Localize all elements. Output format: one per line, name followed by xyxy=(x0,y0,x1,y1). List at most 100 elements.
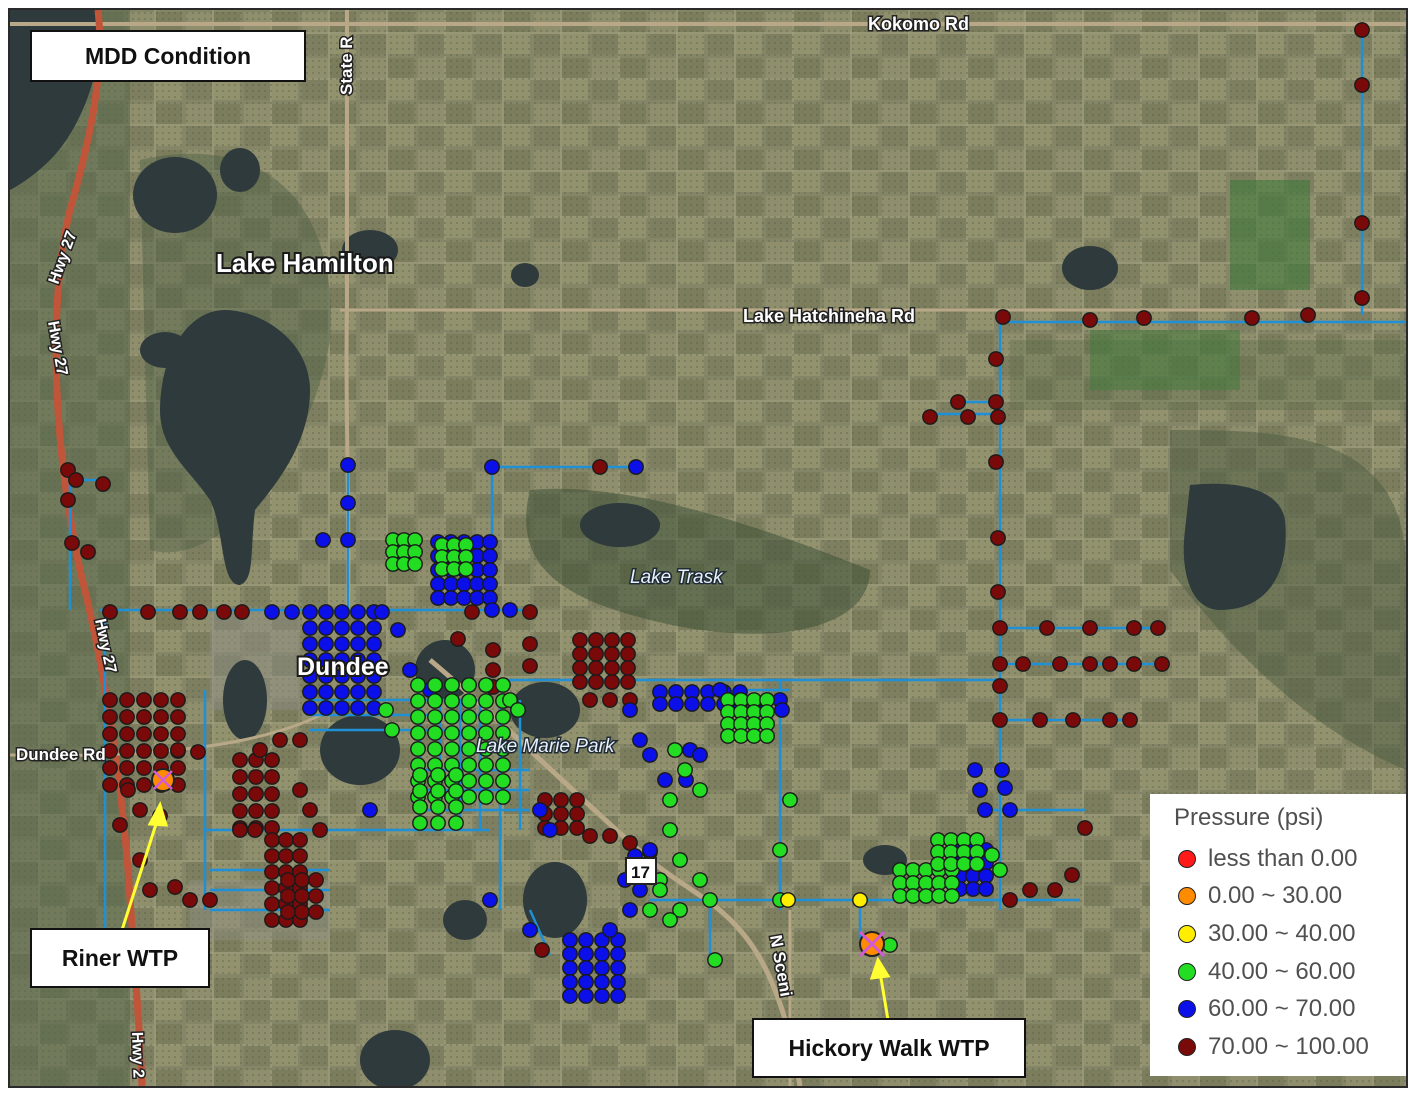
pressure-node[interactable] xyxy=(604,660,620,676)
pressure-node[interactable] xyxy=(774,702,790,718)
pressure-node[interactable] xyxy=(294,872,310,888)
pressure-map[interactable]: Kokomo Rd State R Lake Hatchineha Rd Hwy… xyxy=(8,8,1408,1088)
pressure-node[interactable] xyxy=(302,668,318,684)
pressure-node[interactable] xyxy=(366,636,382,652)
pressure-node[interactable] xyxy=(461,757,477,773)
pressure-node[interactable] xyxy=(588,632,604,648)
pressure-node[interactable] xyxy=(60,492,76,508)
pressure-node[interactable] xyxy=(922,409,938,425)
pressure-node[interactable] xyxy=(892,888,908,904)
pressure-node[interactable] xyxy=(427,741,443,757)
pressure-node[interactable] xyxy=(485,642,501,658)
pressure-node[interactable] xyxy=(918,888,934,904)
pressure-node[interactable] xyxy=(334,700,350,716)
pressure-node[interactable] xyxy=(292,832,308,848)
pressure-node[interactable] xyxy=(782,792,798,808)
pressure-node[interactable] xyxy=(280,872,296,888)
pressure-node[interactable] xyxy=(410,725,426,741)
pressure-node[interactable] xyxy=(302,636,318,652)
pressure-node[interactable] xyxy=(264,769,280,785)
pressure-node[interactable] xyxy=(978,881,994,897)
pressure-node[interactable] xyxy=(461,789,477,805)
pressure-node[interactable] xyxy=(582,692,598,708)
pressure-node[interactable] xyxy=(384,722,400,738)
pressure-node[interactable] xyxy=(502,602,518,618)
pressure-node[interactable] xyxy=(362,802,378,818)
pressure-node[interactable] xyxy=(461,725,477,741)
pressure-node[interactable] xyxy=(140,604,156,620)
pressure-node[interactable] xyxy=(119,743,135,759)
pressure-node[interactable] xyxy=(315,532,331,548)
pressure-node[interactable] xyxy=(522,604,538,620)
pressure-node[interactable] xyxy=(170,726,186,742)
pressure-node[interactable] xyxy=(602,828,618,844)
pressure-node[interactable] xyxy=(1154,656,1170,672)
pressure-node[interactable] xyxy=(264,786,280,802)
pressure-node[interactable] xyxy=(478,725,494,741)
pressure-node[interactable] xyxy=(458,561,474,577)
riner-wtp-marker[interactable] xyxy=(151,768,175,792)
pressure-node[interactable] xyxy=(510,702,526,718)
pressure-node[interactable] xyxy=(588,660,604,676)
pressure-node[interactable] xyxy=(1047,882,1063,898)
pressure-node[interactable] xyxy=(1015,656,1031,672)
pressure-node[interactable] xyxy=(64,535,80,551)
pressure-node[interactable] xyxy=(412,767,428,783)
pressure-node[interactable] xyxy=(427,725,443,741)
pressure-node[interactable] xyxy=(302,700,318,716)
pressure-node[interactable] xyxy=(340,457,356,473)
pressure-node[interactable] xyxy=(562,932,578,948)
pressure-node[interactable] xyxy=(264,912,280,928)
pressure-node[interactable] xyxy=(1136,310,1152,326)
pressure-node[interactable] xyxy=(1354,77,1370,93)
pressure-node[interactable] xyxy=(562,974,578,990)
pressure-node[interactable] xyxy=(905,888,921,904)
pressure-node[interactable] xyxy=(1022,882,1038,898)
pressure-node[interactable] xyxy=(988,454,1004,470)
pressure-node[interactable] xyxy=(102,709,118,725)
pressure-node[interactable] xyxy=(700,696,716,712)
pressure-node[interactable] xyxy=(772,842,788,858)
pressure-node[interactable] xyxy=(427,677,443,693)
pressure-node[interactable] xyxy=(569,792,585,808)
pressure-node[interactable] xyxy=(318,700,334,716)
pressure-node[interactable] xyxy=(456,590,472,606)
pressure-node[interactable] xyxy=(234,604,250,620)
pressure-node[interactable] xyxy=(469,576,485,592)
pressure-node[interactable] xyxy=(1002,892,1018,908)
pressure-node[interactable] xyxy=(264,803,280,819)
pressure-node[interactable] xyxy=(992,712,1008,728)
pressure-node[interactable] xyxy=(632,732,648,748)
pressure-node[interactable] xyxy=(464,604,480,620)
pressure-node[interactable] xyxy=(430,799,446,815)
pressure-node[interactable] xyxy=(232,786,248,802)
pressure-node[interactable] xyxy=(302,652,318,668)
pressure-node[interactable] xyxy=(450,631,466,647)
pressure-node[interactable] xyxy=(984,847,1000,863)
pressure-node[interactable] xyxy=(1354,215,1370,231)
pressure-node[interactable] xyxy=(478,709,494,725)
pressure-node[interactable] xyxy=(572,646,588,662)
pressure-node[interactable] xyxy=(1077,820,1093,836)
pressure-node[interactable] xyxy=(965,881,981,897)
pressure-node[interactable] xyxy=(153,709,169,725)
pressure-node[interactable] xyxy=(992,862,1008,878)
pressure-node[interactable] xyxy=(572,632,588,648)
pressure-node[interactable] xyxy=(102,604,118,620)
pressure-node[interactable] xyxy=(374,604,390,620)
pressure-node[interactable] xyxy=(427,693,443,709)
pressure-node[interactable] xyxy=(312,822,328,838)
pressure-node[interactable] xyxy=(594,946,610,962)
pressure-node[interactable] xyxy=(170,742,186,758)
pressure-node[interactable] xyxy=(248,803,264,819)
pressure-node[interactable] xyxy=(905,875,921,891)
pressure-node[interactable] xyxy=(930,856,946,872)
pressure-node[interactable] xyxy=(956,856,972,872)
pressure-node[interactable] xyxy=(1102,712,1118,728)
pressure-node[interactable] xyxy=(610,946,626,962)
pressure-node[interactable] xyxy=(142,882,158,898)
pressure-node[interactable] xyxy=(1039,620,1055,636)
pressure-node[interactable] xyxy=(604,632,620,648)
pressure-node[interactable] xyxy=(430,576,446,592)
pressure-node[interactable] xyxy=(1082,656,1098,672)
